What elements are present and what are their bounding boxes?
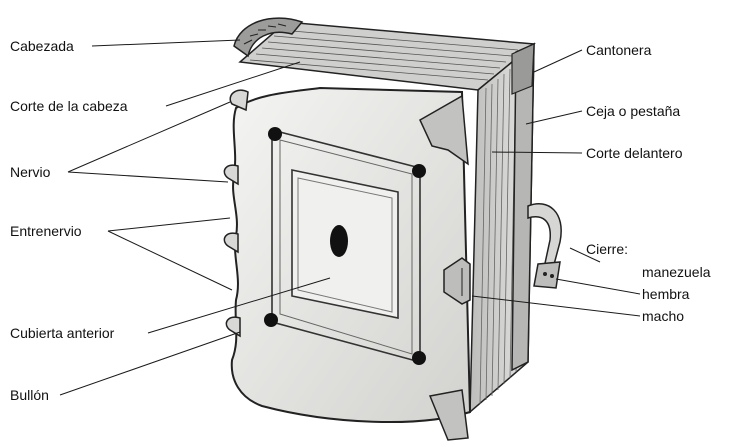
corner-bosses — [264, 127, 426, 365]
center-boss — [330, 225, 348, 257]
label-cierre: Cierre: — [586, 241, 628, 257]
headband — [233, 17, 304, 58]
corner-piece-back-top — [511, 43, 535, 95]
corner-piece-top — [419, 94, 469, 166]
head-edge-page-lines — [249, 29, 519, 81]
label-corte-de-la-cabeza: Corte de la cabeza — [10, 98, 128, 114]
label-bullon: Bullón — [10, 387, 49, 403]
labels: Cabezada Corte de la cabeza Nervio Entre… — [10, 38, 711, 403]
label-cubierta-anterior: Cubierta anterior — [10, 325, 115, 341]
clasp — [443, 203, 562, 305]
label-hembra: hembra — [642, 286, 690, 302]
leader-lines — [59, 39, 641, 396]
label-nervio: Nervio — [10, 164, 51, 180]
clasp-female — [533, 261, 561, 289]
label-macho: macho — [642, 308, 684, 324]
label-manezuela: manezuela — [642, 264, 711, 280]
clasp-male — [443, 257, 471, 305]
book-illustration — [223, 17, 562, 441]
corner-piece-bottom — [428, 389, 469, 441]
label-cabezada: Cabezada — [10, 38, 74, 54]
cover-outer-frame-inner — [279, 139, 413, 355]
spine-bands — [223, 89, 249, 338]
label-entrenervio: Entrenervio — [10, 223, 82, 239]
label-cantonera: Cantonera — [586, 42, 652, 58]
label-corte-delantero: Corte delantero — [586, 145, 683, 161]
headband-stitches — [243, 23, 287, 45]
label-ceja-o-pestana: Ceja o pestaña — [586, 103, 680, 119]
cover-inner-panel-rule — [297, 177, 393, 313]
